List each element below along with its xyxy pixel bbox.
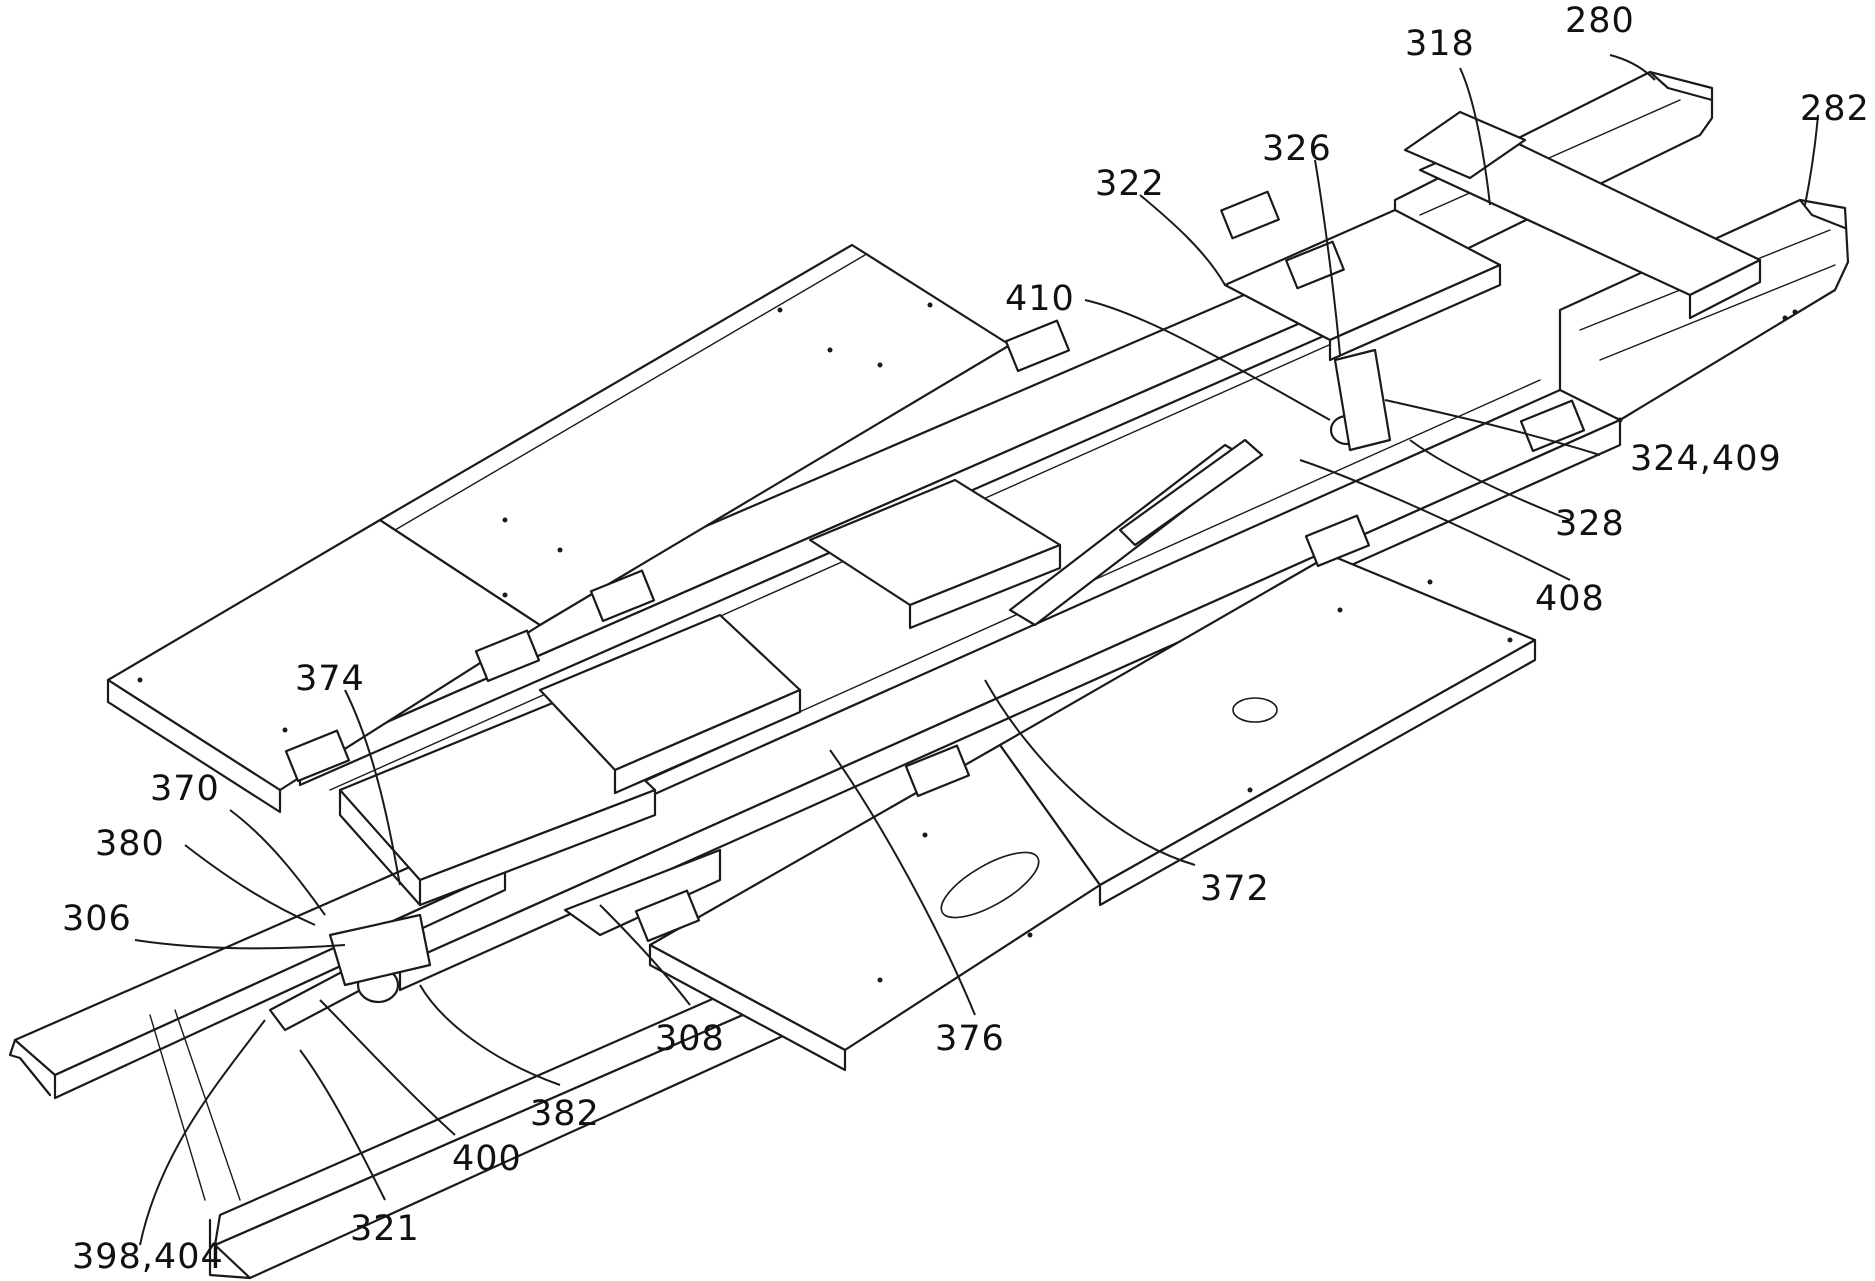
label-322: 322 — [1095, 164, 1165, 204]
label-400: 400 — [452, 1139, 522, 1179]
label-306: 306 — [62, 899, 132, 939]
label-372: 372 — [1200, 869, 1270, 909]
label-398-404: 398,404 — [72, 1237, 224, 1277]
label-410: 410 — [1005, 279, 1075, 319]
label-308: 308 — [655, 1019, 725, 1059]
label-326: 326 — [1262, 129, 1332, 169]
label-408: 408 — [1535, 579, 1605, 619]
label-324-409: 324,409 — [1630, 439, 1782, 479]
label-282: 282 — [1800, 89, 1870, 129]
label-380: 380 — [95, 824, 165, 864]
deck-round-hole — [1233, 698, 1277, 722]
label-328: 328 — [1555, 504, 1625, 544]
label-321: 321 — [350, 1209, 420, 1249]
label-318: 318 — [1405, 24, 1475, 64]
label-370: 370 — [150, 769, 220, 809]
label-382: 382 — [530, 1094, 600, 1134]
label-374: 374 — [295, 659, 365, 699]
label-280: 280 — [1565, 1, 1635, 41]
label-376: 376 — [935, 1019, 1005, 1059]
